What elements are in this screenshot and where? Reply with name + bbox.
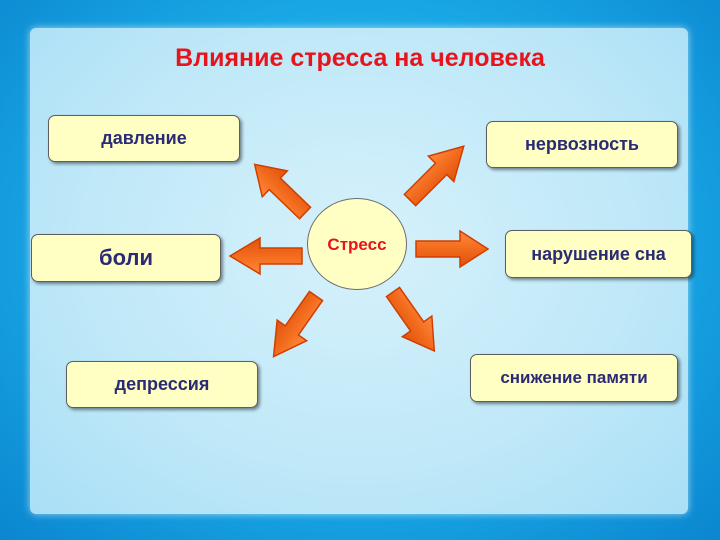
arrow-to-boli (228, 236, 303, 276)
slide-title: Влияние стресса на человека (175, 44, 545, 72)
effect-box-boli: боли (31, 234, 221, 282)
effect-box-narushenie-sna: нарушение сна (505, 230, 692, 278)
arrow-to-davlenie (253, 163, 312, 220)
stress-circle: Стресс (307, 198, 407, 290)
arrow-to-snizhenie-pamyati (385, 286, 436, 353)
effect-box-davlenie: давление (48, 115, 240, 162)
arrow-to-narushenie-sna (415, 229, 490, 269)
effect-box-nervoznost: нервозность (486, 121, 678, 168)
arrow-to-nervoznost (403, 145, 465, 207)
effect-box-depressiya: депрессия (66, 361, 258, 408)
arrow-to-depressiya (272, 290, 324, 358)
effect-box-snizhenie-pamyati: снижение памяти (470, 354, 678, 402)
